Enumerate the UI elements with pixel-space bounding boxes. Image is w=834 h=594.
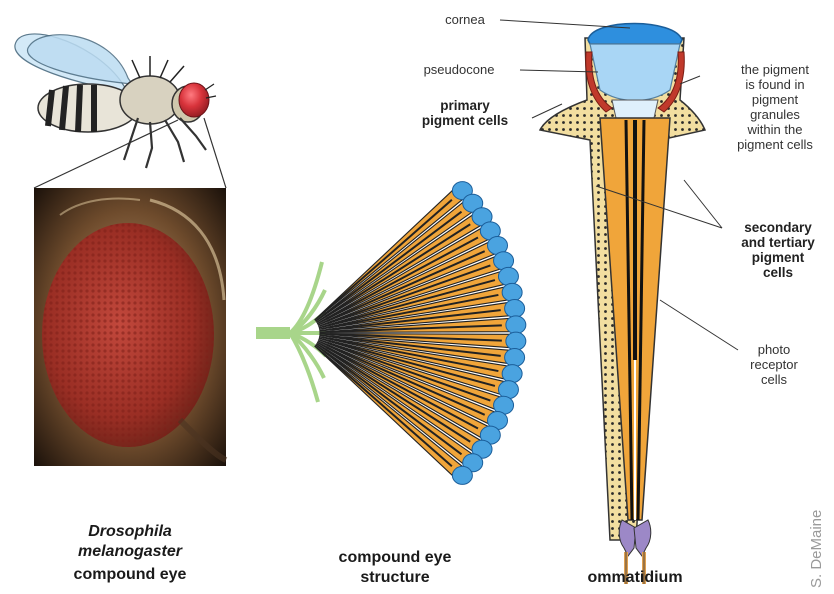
- lens-facet: [505, 349, 525, 367]
- lens-facet: [505, 299, 525, 317]
- structure-caption: compound eye structure: [315, 548, 475, 588]
- lens-facet: [498, 267, 518, 285]
- lens-facet: [506, 316, 526, 334]
- lens-facet: [506, 332, 526, 350]
- photoreceptor-label: photo receptor cells: [734, 342, 814, 387]
- compound-eye-photo: [34, 188, 226, 466]
- primary-pigment-label: primary pigment cells: [400, 98, 530, 128]
- author-credit: S. DeMaine: [808, 510, 825, 588]
- compound-eye-structure-diagram: [256, 182, 526, 485]
- lens-facet: [502, 283, 522, 301]
- optic-nerve-bundle: [256, 262, 326, 402]
- cornea-label: cornea: [432, 12, 498, 27]
- ommatidium-caption: ommatidium: [545, 568, 725, 588]
- pseudocone-label: pseudocone: [404, 62, 514, 77]
- ommatidium-diagram: [540, 24, 705, 585]
- zoom-line-right: [204, 118, 226, 188]
- fruit-fly-illustration: [15, 34, 216, 168]
- lens-facet: [452, 466, 472, 484]
- compound-eye-caption: compound eye: [40, 565, 220, 585]
- drosophila-species-caption: Drosophila melanogaster: [40, 522, 220, 562]
- pseudocone-shape: [590, 44, 680, 101]
- secondary-tertiary-pigment-label: secondary and tertiary pigment cells: [722, 220, 834, 280]
- lens-facet: [502, 365, 522, 383]
- pigment-granules-label: the pigment is found in pigment granules…: [716, 62, 834, 152]
